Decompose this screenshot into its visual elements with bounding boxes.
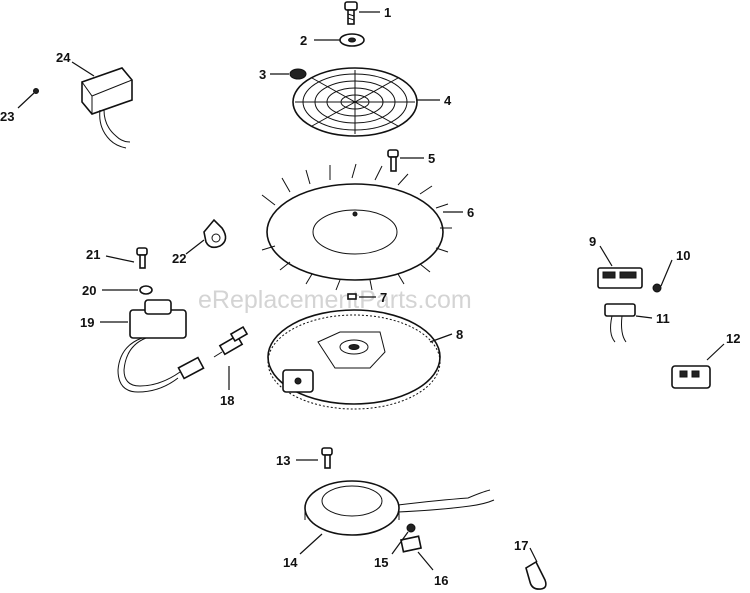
part-10-nut	[652, 283, 662, 293]
leader-lines	[17, 11, 725, 571]
callout-21: 21	[86, 247, 100, 262]
part-6-fan	[261, 163, 452, 291]
part-18-spark-plug	[213, 325, 249, 358]
part-15-screw	[406, 523, 416, 533]
part-9-rectifier	[597, 267, 643, 289]
callout-3: 3	[259, 67, 266, 82]
part-24-regulator	[81, 67, 133, 149]
callout-18: 18	[220, 393, 234, 408]
part-23-screw	[33, 88, 39, 94]
part-8-flywheel	[267, 309, 441, 410]
callout-23: 23	[0, 109, 14, 124]
callout-19: 19	[80, 315, 94, 330]
watermark-text: eReplacementParts.com	[198, 286, 472, 314]
callout-13: 13	[276, 453, 290, 468]
part-20-washer	[139, 285, 153, 295]
callout-4: 4	[444, 93, 452, 108]
callout-14: 14	[283, 555, 298, 570]
callout-6: 6	[467, 205, 474, 220]
callout-24: 24	[56, 50, 71, 65]
part-12-plug	[671, 365, 711, 389]
callout-22: 22	[172, 251, 186, 266]
part-22-clamp	[203, 218, 227, 249]
callout-9: 9	[589, 234, 596, 249]
callout-5: 5	[428, 151, 435, 166]
part-7-key	[347, 293, 357, 300]
part-2-washer	[339, 33, 365, 47]
callout-1: 1	[384, 5, 391, 20]
callout-20: 20	[82, 283, 96, 298]
callout-11: 11	[656, 311, 670, 326]
callout-2: 2	[300, 33, 307, 48]
callout-7: 7	[380, 290, 387, 305]
callout-12: 12	[726, 331, 740, 346]
part-13-bolt	[321, 447, 333, 469]
callout-8: 8	[456, 327, 463, 342]
callout-10: 10	[676, 248, 690, 263]
part-4-grass-screen	[292, 67, 418, 137]
callout-15: 15	[374, 555, 388, 570]
part-1-screw	[344, 1, 358, 25]
part-5-bolt	[387, 149, 399, 172]
part-21-bolt	[136, 247, 148, 269]
callout-17: 17	[514, 538, 528, 553]
part-19-ignition-module	[117, 299, 205, 393]
part-17-clamp	[525, 560, 547, 590]
part-3-nut	[289, 68, 307, 80]
part-14-stator	[304, 480, 495, 536]
callout-16: 16	[434, 573, 448, 588]
part-16-clip	[400, 535, 422, 553]
part-11-connector	[604, 303, 636, 343]
callout-labels: 1 2 3 4 5 6 7 8 9 10 11 12 13 14 15 16 1…	[0, 5, 740, 588]
